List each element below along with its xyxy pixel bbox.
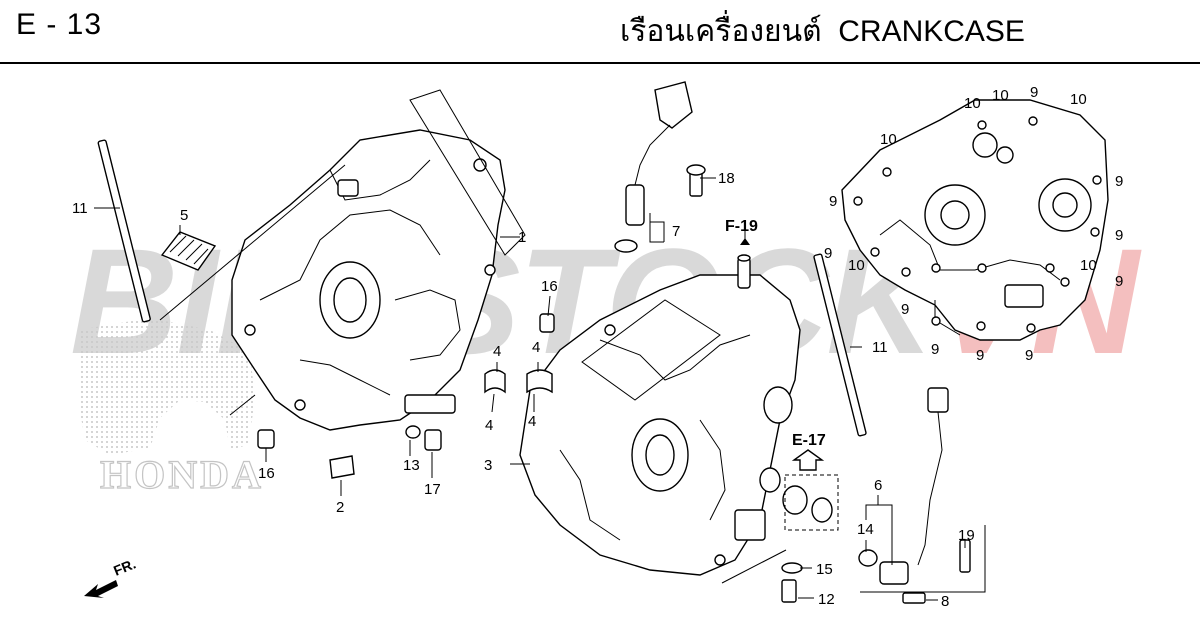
stud-bolt-left — [97, 139, 151, 323]
callout-10c: 10 — [1070, 91, 1087, 108]
ref-f19: F-19 — [725, 218, 758, 235]
honda-logo-text: HONDA — [100, 452, 264, 497]
callout-9i: 9 — [976, 347, 984, 364]
right-crankcase — [519, 254, 801, 576]
crankcase-outer-face — [841, 99, 1109, 341]
callout-6: 6 — [874, 477, 882, 494]
header-divider — [0, 62, 1200, 64]
callout-9h: 9 — [931, 341, 939, 358]
callout-3: 3 — [484, 457, 492, 474]
callout-5: 5 — [180, 207, 188, 224]
callout-9b: 9 — [1115, 173, 1123, 190]
section-code: E - 13 — [16, 8, 103, 41]
page-title: เรือนเครื่องยนต์ CRANKCASE — [620, 8, 1025, 55]
page-header: E - 13 เรือนเครื่องยนต์ CRANKCASE — [0, 0, 1200, 62]
callout-12: 12 — [818, 591, 835, 608]
callout-9j: 9 — [1025, 347, 1033, 364]
callout-16a: 16 — [541, 278, 558, 295]
oil-strainer — [160, 231, 217, 271]
callout-15: 15 — [816, 561, 833, 578]
small-parts — [257, 313, 971, 603]
leader-lines — [94, 177, 966, 601]
callout-4d: 4 — [528, 413, 536, 430]
callout-4a: 4 — [493, 343, 501, 360]
left-crankcase — [231, 129, 506, 431]
callout-11a: 11 — [72, 200, 88, 217]
callout-9a: 9 — [1030, 84, 1038, 101]
callout-4b: 4 — [532, 339, 540, 356]
callout-10e: 10 — [848, 257, 865, 274]
callout-8: 8 — [941, 593, 949, 610]
callout-10b: 10 — [992, 87, 1009, 104]
leader-frames — [159, 89, 986, 593]
f19-arrow — [740, 238, 750, 245]
callout-10d: 10 — [880, 131, 897, 148]
callout-17: 17 — [424, 481, 441, 498]
callout-7: 7 — [672, 223, 680, 240]
honda-wing-logo — [78, 318, 255, 455]
callout-2: 2 — [336, 499, 344, 516]
callout-9e: 9 — [824, 245, 832, 262]
neutral-switch-sensor — [879, 387, 949, 604]
callout-14: 14 — [857, 521, 874, 538]
callout-9f: 9 — [1115, 273, 1123, 290]
callout-11b: 11 — [872, 339, 888, 356]
callout-10a: 10 — [964, 95, 981, 112]
callout-10f: 10 — [1080, 257, 1097, 274]
callout-1: 1 — [518, 229, 526, 246]
callout-13: 13 — [403, 457, 420, 474]
e17-up-arrow — [791, 449, 825, 471]
title-english: CRANKCASE — [838, 15, 1025, 48]
callout-9g: 9 — [901, 301, 909, 318]
stud-bolt-right — [813, 253, 867, 437]
oil-level-gauge — [614, 81, 706, 253]
callout-18: 18 — [718, 170, 735, 187]
callout-9c: 9 — [829, 193, 837, 210]
callout-4c: 4 — [485, 417, 493, 434]
ref-e17: E-17 — [792, 432, 826, 449]
callout-9d: 9 — [1115, 227, 1123, 244]
front-direction-label: FR. — [111, 555, 138, 578]
title-thai: เรือนเครื่องยนต์ — [620, 14, 822, 49]
callout-16b: 16 — [258, 465, 275, 482]
callout-19: 19 — [958, 527, 975, 544]
front-direction-arrow — [84, 580, 118, 598]
